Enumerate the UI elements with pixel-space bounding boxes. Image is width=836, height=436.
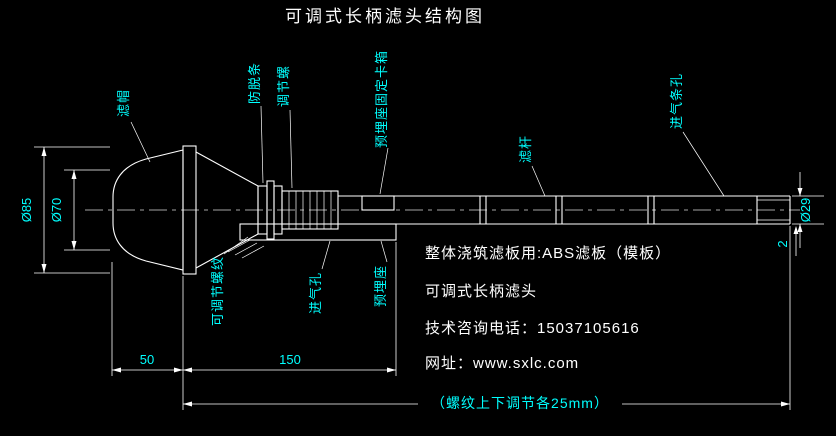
label-adjust-screw: 调节螺 (276, 65, 291, 107)
label-embed-seat: 预埋座 (373, 265, 388, 307)
note-phone: 技术咨询电话：15037105616 (425, 320, 640, 337)
label-air-hole: 进气孔 (308, 272, 323, 314)
filter-cap-shape (112, 149, 184, 271)
filter-rod-pipe-shape (338, 195, 791, 225)
dim-dia-29: Ø29 (798, 198, 813, 223)
flange-shape (182, 145, 197, 275)
dim-dia-85: Ø85 (19, 198, 34, 223)
adjustable-thread-shape (227, 239, 265, 259)
label-adjustable-thread: 可调节螺纹 (210, 256, 225, 326)
note-product-name: 可调式长柄滤头 (425, 283, 537, 300)
label-embed-seat-clamp: 预埋座固定卡箱 (374, 50, 389, 148)
embed-seat-clamp-shape (361, 195, 395, 211)
note-abs-plate: 整体浇筑滤板用:ABS滤板（模板） (425, 244, 671, 262)
adjust-collar-shape (257, 180, 339, 240)
dim-len-50: 50 (140, 352, 154, 367)
note-website: 网址：www.sxlc.com (425, 355, 579, 372)
label-filter-cap: 滤帽 (116, 89, 131, 117)
label-filter-rod: 滤杆 (518, 135, 533, 163)
embed-seat-shape (239, 223, 397, 241)
dim-thread-note: （螺纹上下调节各25mm） (431, 395, 609, 411)
dim-wall-2: 2 (775, 240, 790, 247)
dim-len-150: 150 (279, 352, 301, 367)
thread-note-backdrop (418, 393, 622, 411)
dim-dia-70: Ø70 (49, 198, 64, 223)
drawing-title: 可调式长柄滤头结构图 (285, 7, 485, 26)
label-anti-drop-strip: 防脱条 (247, 62, 262, 104)
leader-lines (130, 105, 725, 270)
label-air-slot-holes: 进气条孔 (669, 73, 684, 129)
